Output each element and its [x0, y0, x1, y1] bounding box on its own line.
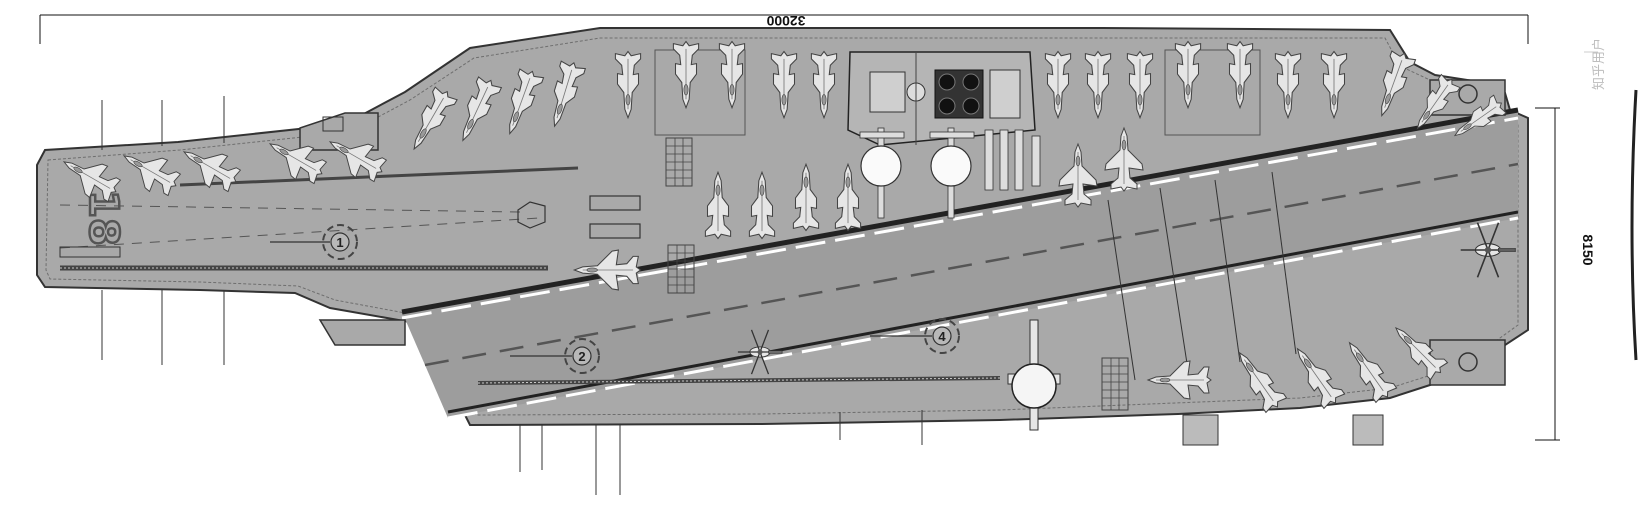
early-warning-aircraft-icon [1007, 319, 1061, 431]
landing-spot-1: 1 [322, 224, 358, 260]
deck-markings [517, 49, 1261, 411]
hull-number-marking: 18 [79, 189, 128, 247]
length-dimension-line: 32000 [39, 13, 1529, 44]
watermark-text: 知乎用户 [1591, 38, 1607, 90]
length-dimension-label: 32000 [766, 13, 805, 29]
island-superstructure-icon [847, 51, 1036, 146]
aew-aircraft-pair [859, 127, 975, 219]
landing-spot-2-label: 2 [578, 349, 585, 364]
sponson-leader-lines [101, 96, 923, 495]
landing-spot-4: 4 [924, 318, 960, 354]
landing-spot-1-label: 1 [336, 235, 343, 250]
parked-helicopters [984, 129, 1041, 191]
beam-dimension-label: 8150 [1580, 234, 1596, 265]
hull-number: 18 [80, 190, 126, 246]
landing-spot-2: 2 [564, 338, 600, 374]
landing-spot-4-label: 4 [938, 329, 946, 344]
beam-dimension-line: 8150 [1535, 107, 1596, 441]
